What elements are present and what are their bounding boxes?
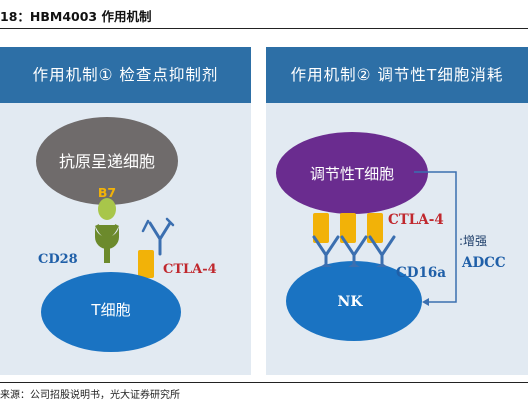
right-panel: 作用机制② 调节性T细胞消耗 调节性T细胞 NK CTLA-4 CD16a bbox=[266, 47, 528, 375]
nk-label: NK bbox=[338, 294, 364, 310]
b7-ligand bbox=[98, 198, 116, 220]
ctla4-receptor-2 bbox=[340, 213, 356, 243]
right-panel-title: 作用机制② 调节性T细胞消耗 bbox=[266, 47, 528, 103]
adcc-label: ADCC bbox=[461, 255, 506, 271]
top-rule bbox=[0, 28, 528, 29]
bottom-rule bbox=[0, 382, 528, 383]
nk-cell bbox=[286, 261, 422, 341]
antibody-upper bbox=[148, 221, 172, 242]
left-diagram: 抗原呈递细胞 B7 CD28 CTLA-4 T细胞 bbox=[36, 117, 217, 352]
right-diagram: 调节性T细胞 NK CTLA-4 CD16a :增强 ADCC bbox=[276, 132, 506, 341]
adcc-bracket bbox=[414, 171, 457, 303]
cd28-stalk bbox=[104, 235, 110, 263]
ctla4-label: CTLA-4 bbox=[163, 262, 217, 277]
adcc-arrowhead bbox=[422, 298, 429, 306]
t-cell-label: T细胞 bbox=[90, 301, 130, 319]
treg-cell bbox=[276, 132, 428, 214]
ctla4-receptor-3 bbox=[367, 213, 383, 243]
cd16a-label: CD16a bbox=[396, 265, 446, 281]
cd28-receptor-arm bbox=[95, 224, 119, 238]
ctla4-label: CTLA-4 bbox=[388, 212, 444, 228]
antibody-2 bbox=[340, 235, 368, 267]
treg-label: 调节性T细胞 bbox=[310, 165, 394, 183]
apc-cell bbox=[36, 117, 178, 205]
antibody-arm-left bbox=[141, 219, 150, 233]
source-note: 来源：公司招股说明书，光大证券研究所 bbox=[0, 390, 180, 401]
enhance-label: :增强 bbox=[459, 234, 487, 248]
antibody-arm-right bbox=[165, 217, 175, 227]
ctla4-receptor bbox=[138, 250, 154, 278]
antibody-3 bbox=[368, 235, 396, 267]
figure-title: 18：HBM4003 作用机制 bbox=[0, 9, 152, 24]
antibody-1 bbox=[312, 235, 340, 267]
left-panel: 作用机制① 检查点抑制剂 抗原呈递细胞 B7 CD28 CTLA-4 T细胞 bbox=[0, 47, 251, 375]
t-cell bbox=[41, 272, 181, 352]
cd28-label: CD28 bbox=[38, 252, 78, 267]
apc-label: 抗原呈递细胞 bbox=[59, 152, 155, 171]
ctla4-receptor-1 bbox=[313, 213, 329, 243]
left-panel-title: 作用机制① 检查点抑制剂 bbox=[0, 47, 251, 103]
b7-label: B7 bbox=[98, 185, 116, 200]
